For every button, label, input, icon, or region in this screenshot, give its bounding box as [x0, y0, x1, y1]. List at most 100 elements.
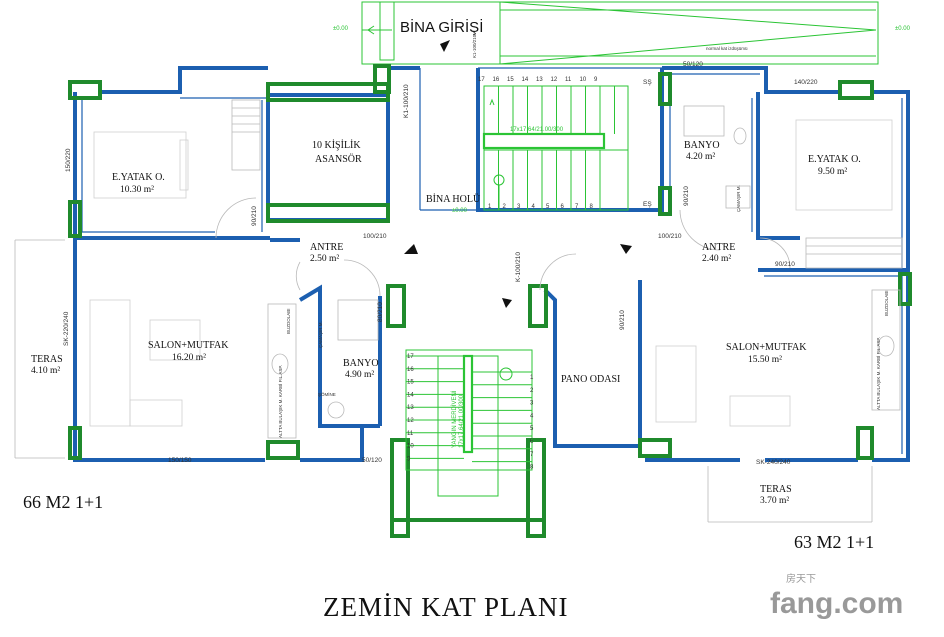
dim-140-220: 140/220 [794, 79, 818, 86]
stair-number: 7 [530, 452, 534, 458]
stair-number: 12 [551, 77, 558, 83]
dim-k-side: K1-100/210 [472, 34, 477, 58]
stair-number: 3 [530, 401, 534, 407]
entrance-ramp [361, 1, 879, 65]
stair-number: 8 [590, 204, 594, 210]
stair-number: 14 [407, 392, 414, 398]
room-salon-right-name: SALON+MUTFAK [726, 342, 807, 353]
arrow-icon [620, 244, 632, 254]
dim-k1: K1-100/210 [403, 84, 410, 118]
stair-number: 14 [522, 77, 529, 83]
fixture-fridge-right: BUZDOLABI [884, 290, 889, 316]
stair-number: 11 [407, 431, 414, 437]
watermark-chinese: 房天下 [786, 572, 816, 585]
stair-number: 13 [407, 405, 414, 411]
stair-number: 1 [530, 375, 534, 381]
stair-number: 2 [503, 204, 507, 210]
dim-100-210-b: 100/210 [658, 233, 682, 240]
main-stair[interactable] [482, 85, 629, 211]
stair-number: 7 [575, 204, 579, 210]
room-bath-left-area: 4.90 m² [345, 370, 374, 380]
stair-number: 12 [407, 418, 414, 424]
stair-number: 5 [530, 426, 534, 432]
room-salon-right-area: 15.50 m² [748, 355, 782, 365]
landing-mark: SŞ [643, 79, 652, 86]
watermark-brand: fang.com [770, 587, 903, 620]
dim-90-210-b: 90/210 [683, 186, 690, 206]
room-antre-left-name: ANTRE [310, 242, 343, 253]
stair-number: 15 [407, 380, 414, 386]
dim-150-220: 150/220 [65, 148, 72, 172]
room-salon-left-area: 16.20 m² [172, 353, 206, 363]
fixture-washer: ÇAMAŞIR M. [318, 321, 323, 348]
dim-90-210-c: 90/210 [775, 261, 795, 268]
room-teras-left-name: TERAS [31, 354, 63, 365]
dim-90-210-d: 90/210 [619, 310, 626, 330]
stair-number: 4 [530, 413, 534, 419]
unit-left-size: 66 M2 1+1 [23, 492, 103, 512]
stair-number: 9 [407, 456, 411, 462]
room-pano-name: PANO ODASI [561, 374, 620, 385]
fang-logo: 房天下 fang.com [770, 572, 903, 620]
room-antre-right-name: ANTRE [702, 242, 735, 253]
room-hall-name: BİNA HOLÜ [426, 193, 481, 205]
stair-number: 1 [488, 204, 492, 210]
dim-sk-240: SK-240/240 [756, 459, 791, 466]
unit-right-size: 63 M2 1+1 [794, 532, 874, 552]
end-mark: EŞ [643, 201, 652, 208]
dim-150-150: 150/150 [168, 457, 192, 464]
room-antre-left-area: 2.50 m² [310, 254, 339, 264]
room-elevator-name-2: ASANSÖR [315, 153, 362, 165]
stair-number: 17 [478, 77, 485, 83]
furniture [14, 99, 903, 523]
room-hall-level: ±0.00 [452, 208, 468, 214]
entrance-level-right: ±0.00 [895, 26, 911, 32]
entrance-level-left: ±0.00 [333, 26, 349, 32]
fire-stair[interactable] [405, 349, 533, 497]
stair-number: 16 [493, 77, 500, 83]
arrow-icon [502, 298, 512, 308]
dim-50-120-top: 50/120 [683, 61, 703, 68]
stair-number: 3 [517, 204, 521, 210]
door-swings [215, 197, 791, 297]
entrance-label: BİNA GİRİŞİ [400, 18, 483, 36]
fire-stair-label: YANGIN MERDİVENİ [451, 390, 458, 448]
fixture-under-counter: ALTTA BULAŞIK M. KARBİ FIL.ASP. [277, 365, 283, 438]
fire-stair-sub: 17x17.64/21.00/300 [459, 394, 465, 448]
fixture-washer-right: ÇAMAŞIR M. [736, 185, 741, 212]
stair-number: 6 [561, 204, 565, 210]
room-bedroom-right-name: E.YATAK O. [808, 154, 861, 165]
dim-sk-220: SK-220/240 [63, 311, 70, 346]
dim-100-210-a: 100/210 [363, 233, 387, 240]
entrance-arrow-icon [440, 40, 450, 52]
fixture-shaft: ŞÖMİNE [318, 391, 336, 397]
dim-80-210: 80/210 [377, 302, 384, 322]
stair-number: 16 [407, 367, 414, 373]
stair-number: 8 [530, 465, 534, 471]
stair-number: 10 [407, 444, 414, 450]
stair-number: 13 [536, 77, 543, 83]
plan-title: ZEMİN KAT PLANI [323, 592, 569, 622]
room-bath-top-area: 4.20 m² [686, 152, 715, 162]
main-stair-label: 17x17.64/21.00/300 [510, 127, 564, 133]
stair-number: 11 [565, 77, 572, 83]
room-teras-left-area: 4.10 m² [31, 366, 60, 376]
stair-number: 6 [530, 439, 534, 445]
room-teras-right-area: 3.70 m² [760, 496, 789, 506]
room-bedroom-left-area: 10.30 m² [120, 185, 154, 195]
room-teras-right-name: TERAS [760, 484, 792, 495]
room-elevator-name-1: 10 KİŞİLİK [312, 139, 361, 151]
fixture-under-counter-right: ALTTA BULAŞIK M. KARBİ FIL.ASP. [875, 337, 881, 410]
ramp-note: normal kat izdüşümü [706, 46, 748, 51]
stair-number: 5 [546, 204, 550, 210]
dim-k-100: K-100/210 [515, 252, 522, 282]
stair-number: 17 [407, 354, 414, 360]
direction-arrows [404, 244, 632, 308]
fire-stair-left-numbers: 17 16 15 14 13 12 11 10 9 [407, 354, 414, 462]
room-salon-left-name: SALON+MUTFAK [148, 340, 229, 351]
stair-number: 9 [594, 77, 598, 83]
